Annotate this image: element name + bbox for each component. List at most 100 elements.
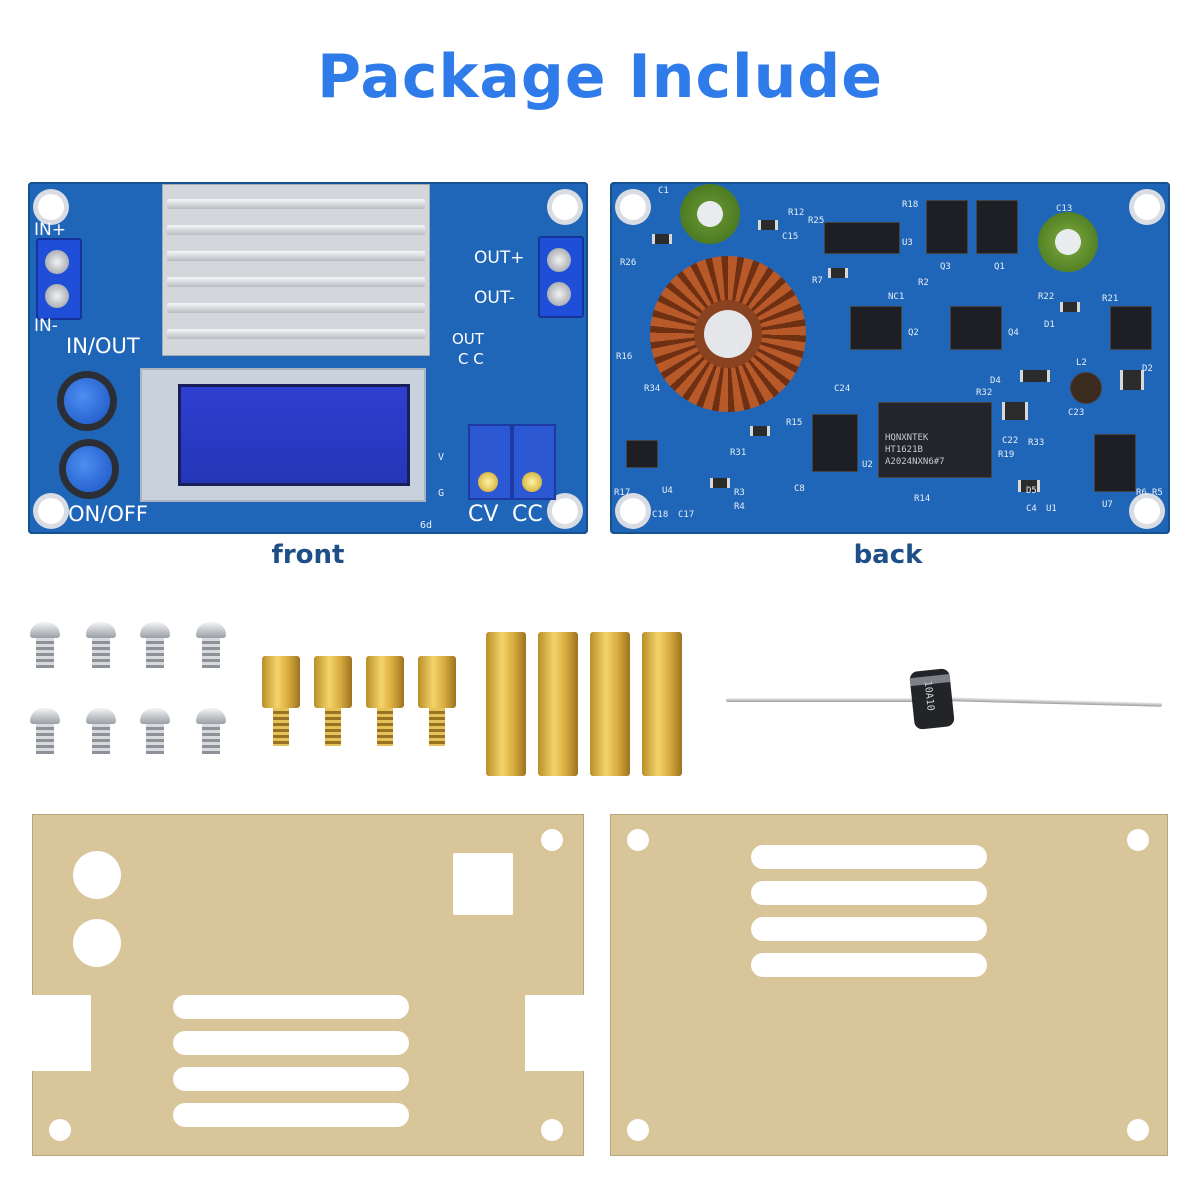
label-c17: C17	[678, 510, 695, 520]
ic-chip	[626, 440, 658, 468]
vent-slot	[751, 917, 987, 941]
screw	[86, 622, 116, 668]
label-out: OUT	[452, 330, 484, 348]
brass-standoff-male-female	[314, 656, 352, 746]
smd-component	[1120, 370, 1144, 390]
cc-potentiometer	[512, 424, 556, 500]
label-r32: R32	[976, 388, 993, 398]
vent-slot	[173, 1031, 409, 1055]
smd-component	[828, 268, 848, 278]
chip-model: HT1621B	[885, 445, 923, 455]
inductor	[1070, 372, 1102, 404]
screw	[30, 622, 60, 668]
corner-hole	[627, 1119, 649, 1141]
label-r31: R31	[730, 448, 747, 458]
label-r15: R15	[786, 418, 803, 428]
label-c13: C13	[1056, 204, 1073, 214]
mounting-hole	[1134, 498, 1160, 524]
ic-chip	[824, 222, 900, 254]
label-pin-6d: 6d	[420, 520, 433, 531]
label-in-plus: IN+	[34, 220, 66, 240]
label-r22: R22	[1038, 292, 1055, 302]
corner-hole	[1127, 829, 1149, 851]
label-on-off: ON/OFF	[68, 502, 149, 526]
lcd-display	[140, 368, 426, 502]
label-q2: Q2	[908, 328, 919, 338]
label-r6: R6	[1136, 488, 1147, 498]
input-terminal	[36, 238, 82, 320]
brass-standoff-female-female	[486, 632, 526, 776]
label-u4: U4	[662, 486, 673, 496]
smd-component	[750, 426, 770, 436]
diode-lead	[949, 697, 1163, 707]
smd-component	[1060, 302, 1080, 312]
label-r16: R16	[616, 352, 633, 362]
label-u7: U7	[1102, 500, 1113, 510]
electrolytic-capacitor	[680, 184, 740, 244]
label-c1: C1	[658, 186, 669, 196]
screw	[140, 708, 170, 754]
vent-slot	[751, 953, 987, 977]
screw	[196, 708, 226, 754]
mosfet	[1110, 306, 1152, 350]
corner-hole	[541, 1119, 563, 1141]
button-hole	[73, 919, 121, 967]
panel-notch	[31, 995, 91, 1071]
label-r3: R3	[734, 488, 745, 498]
label-q3: Q3	[940, 262, 951, 272]
mosfet	[850, 306, 902, 350]
label-r34: R34	[644, 384, 661, 394]
caption-front: front	[271, 540, 345, 570]
label-r21: R21	[1102, 294, 1119, 304]
heatsink	[162, 184, 430, 356]
label-out-plus: OUT+	[474, 248, 525, 268]
diode-marking: 10A10	[921, 680, 936, 712]
label-c15: C15	[782, 232, 799, 242]
acrylic-front-panel	[31, 814, 585, 1156]
corner-hole	[49, 1119, 71, 1141]
label-in-minus: IN-	[34, 316, 58, 336]
output-terminal	[538, 236, 584, 318]
brass-standoff-female-female	[538, 632, 578, 776]
diode: 10A10	[909, 668, 955, 730]
label-pin-v: V	[438, 452, 445, 463]
mounting-hole	[620, 498, 646, 524]
mounting-hole	[620, 194, 646, 220]
mounting-hole	[38, 498, 64, 524]
screw	[86, 708, 116, 754]
screw	[30, 708, 60, 754]
label-c24: C24	[834, 384, 851, 394]
vent-slot	[751, 845, 987, 869]
label-d5: D5	[1026, 486, 1037, 496]
label-r17: R17	[614, 488, 631, 498]
corner-hole	[627, 829, 649, 851]
in-out-button	[64, 378, 110, 424]
potentiometer-window	[453, 853, 513, 915]
label-cc: CC	[512, 502, 543, 527]
toroid-core	[704, 310, 752, 358]
label-r25: R25	[808, 216, 825, 226]
mosfet	[976, 200, 1018, 254]
label-r14: R14	[914, 494, 931, 504]
button-hole	[73, 851, 121, 899]
label-in-out: IN/OUT	[66, 334, 140, 358]
vent-slot	[173, 1067, 409, 1091]
smd-component	[652, 234, 672, 244]
mounting-hole	[38, 194, 64, 220]
panel-notch	[525, 995, 585, 1071]
caption-back: back	[853, 540, 923, 570]
brass-standoff-male-female	[418, 656, 456, 746]
label-r2: R2	[918, 278, 929, 288]
label-q1: Q1	[994, 262, 1005, 272]
label-l2: L2	[1076, 358, 1087, 368]
label-cc-small: C C	[458, 350, 484, 368]
label-c4: C4	[1026, 504, 1037, 514]
smd-component	[710, 478, 730, 488]
label-l1: L1	[728, 342, 739, 352]
pcb-back: HQNXNTEK HT1621B A2024NXN6#7 C1 R12 C15 …	[610, 182, 1170, 534]
label-c22: C22	[1002, 436, 1019, 446]
smd-component	[1018, 480, 1040, 492]
mosfet	[926, 200, 968, 254]
vent-slot	[173, 1103, 409, 1127]
lcd-driver-chip: HQNXNTEK HT1621B A2024NXN6#7	[878, 402, 992, 478]
